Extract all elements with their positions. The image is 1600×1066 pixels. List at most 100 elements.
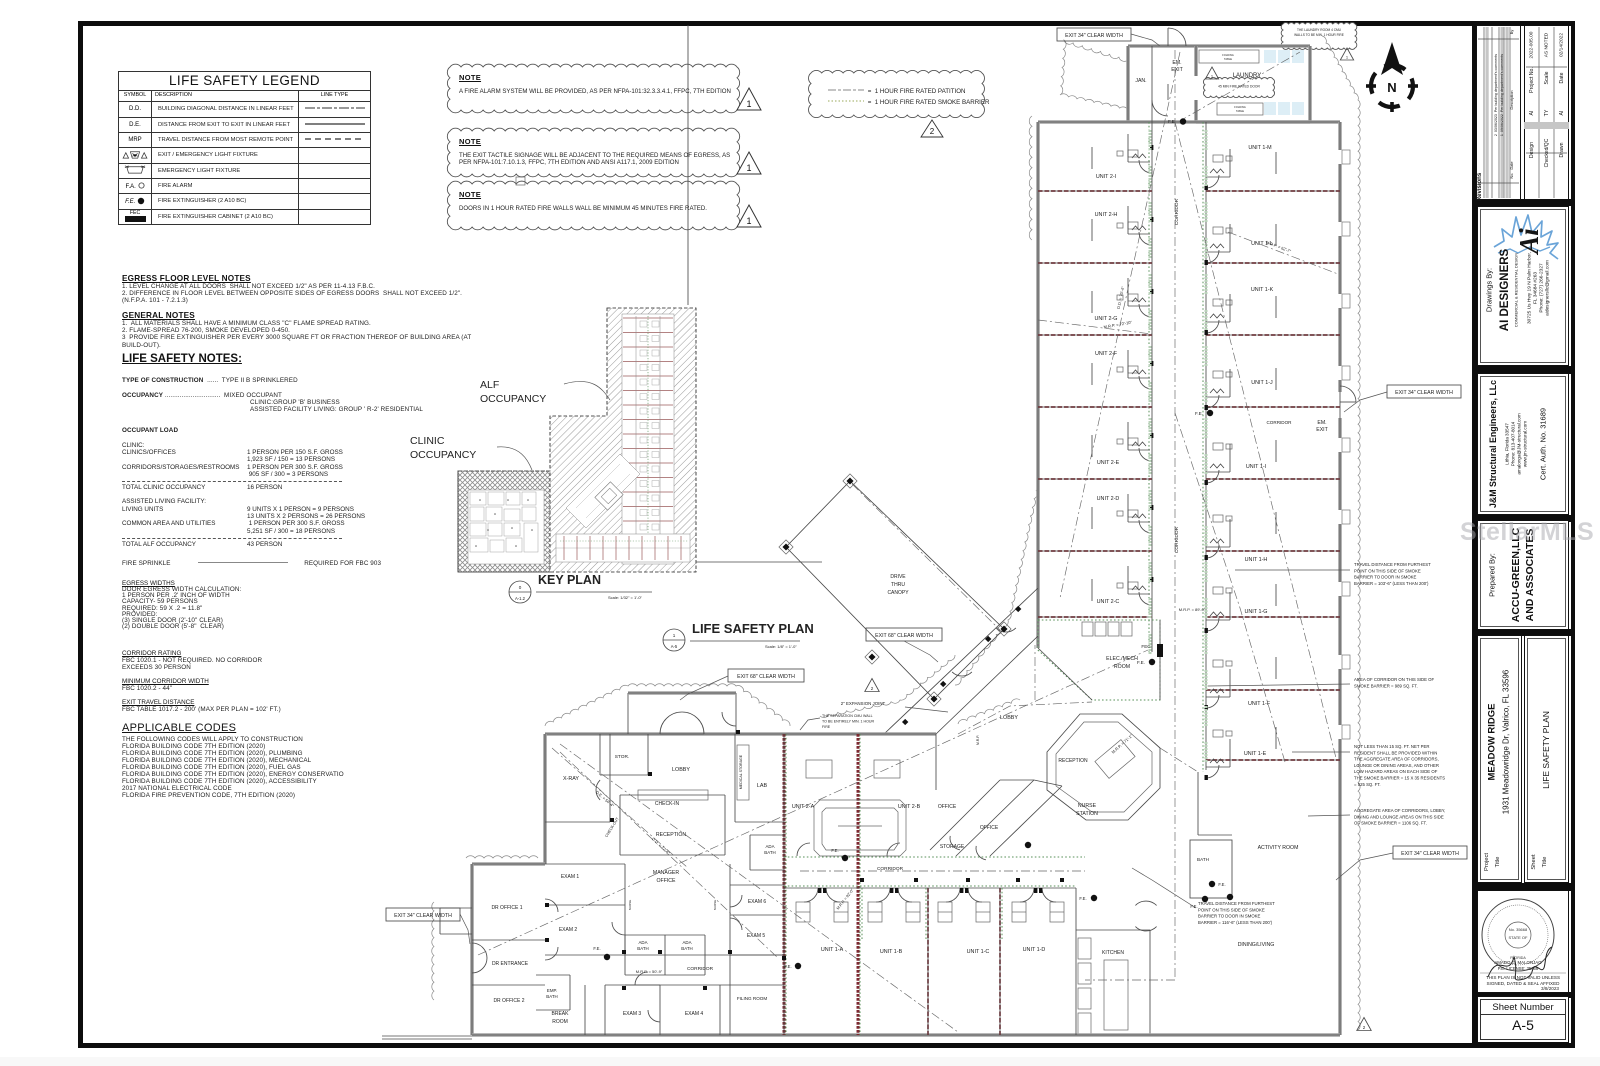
svg-text:CORRIDOR: CORRIDOR bbox=[1174, 526, 1180, 553]
svg-text:BARRIER = 116'-6" (LESS THAN 2: BARRIER = 116'-6" (LESS THAN 200') bbox=[1198, 920, 1273, 925]
svg-text:EXIT 68" CLEAR WIDTH: EXIT 68" CLEAR WIDTH bbox=[737, 674, 795, 680]
svg-text:2: 2 bbox=[871, 686, 874, 691]
svg-text:TABLE: TABLE bbox=[1224, 57, 1232, 61]
svg-text:EXIT: EXIT bbox=[1316, 427, 1328, 433]
svg-text:TO BE ENTIRELY MIN. 1 HOUR: TO BE ENTIRELY MIN. 1 HOUR bbox=[822, 719, 875, 723]
svg-text:2: 2 bbox=[1363, 1025, 1366, 1030]
svg-text:CHECK-IN: CHECK-IN bbox=[655, 801, 680, 807]
svg-text:EXAM 1: EXAM 1 bbox=[561, 874, 580, 880]
svg-text:M.R.P.: M.R.P. bbox=[976, 735, 980, 745]
svg-text:KEY PLAN: KEY PLAN bbox=[538, 573, 601, 587]
svg-text:EXAM 3: EXAM 3 bbox=[623, 1011, 642, 1017]
svg-text:FLORIDA: FLORIDA bbox=[1510, 956, 1526, 960]
svg-text:KITCHEN: KITCHEN bbox=[1102, 950, 1124, 956]
svg-text:FILING ROOM: FILING ROOM bbox=[737, 996, 768, 1001]
svg-text:= 525 SQ. FT.: = 525 SQ. FT. bbox=[1354, 782, 1381, 787]
svg-text:1: 1 bbox=[746, 163, 751, 173]
svg-text:TABLE: TABLE bbox=[1236, 109, 1244, 113]
svg-text:UNIT 1-D: UNIT 1-D bbox=[1023, 947, 1046, 953]
svg-text:ADA: ADA bbox=[765, 844, 774, 849]
svg-text:BATH: BATH bbox=[764, 850, 775, 855]
svg-text:DINING AND LOUNGE AREAS ON THI: DINING AND LOUNGE AREAS ON THIS SIDE bbox=[1354, 814, 1444, 819]
svg-text:M.R.P. = 92'-0": M.R.P. = 92'-0" bbox=[836, 888, 855, 911]
svg-text:EXIT 34" CLEAR WIDTH: EXIT 34" CLEAR WIDTH bbox=[394, 913, 452, 919]
svg-text:Ai: Ai bbox=[1514, 228, 1544, 256]
svg-text:AREA OF CORRIDOR ON THIS SIDE: AREA OF CORRIDOR ON THIS SIDE OF bbox=[1354, 677, 1435, 682]
svg-text:F.E.: F.E. bbox=[593, 946, 600, 951]
svg-text:F.E.: F.E. bbox=[784, 964, 791, 969]
svg-text:LAB: LAB bbox=[757, 783, 768, 789]
svg-text:OFFICE: OFFICE bbox=[656, 878, 676, 884]
svg-text:UNIT 2-C: UNIT 2-C bbox=[1097, 599, 1120, 605]
svg-text:EXIT: EXIT bbox=[1171, 67, 1183, 73]
svg-text:STATION: STATION bbox=[1076, 811, 1098, 817]
svg-text:UNIT 1-B: UNIT 1-B bbox=[880, 949, 903, 955]
svg-text:THRU: THRU bbox=[891, 582, 905, 588]
svg-text:TRAVEL DISTANCE FROM FURTHEST: TRAVEL DISTANCE FROM FURTHEST bbox=[1354, 562, 1431, 567]
svg-text:EXAM 2: EXAM 2 bbox=[559, 927, 578, 933]
svg-text:JAN.: JAN. bbox=[1135, 78, 1146, 84]
svg-text:D.E. = 56'-4": D.E. = 56'-4" bbox=[595, 790, 616, 809]
svg-text:THE LAUNDRY ROOM 4 CMU: THE LAUNDRY ROOM 4 CMU bbox=[1297, 28, 1342, 32]
svg-text:UNIT 2-G: UNIT 2-G bbox=[1095, 316, 1118, 322]
svg-text:LOUNGE OR DINING AREAS, AND OT: LOUNGE OR DINING AREAS, AND OTHER bbox=[1354, 763, 1439, 768]
svg-text:DRIVE: DRIVE bbox=[890, 574, 906, 580]
svg-text:F.E.: F.E. bbox=[1168, 119, 1176, 124]
svg-text:CANOPY: CANOPY bbox=[887, 590, 909, 596]
svg-text:1: 1 bbox=[673, 633, 676, 638]
svg-text:D.D. = 77'-6": D.D. = 77'-6" bbox=[651, 836, 671, 856]
svg-text:ALF: ALF bbox=[480, 379, 499, 391]
svg-text:EXIT 34" CLEAR WIDTH: EXIT 34" CLEAR WIDTH bbox=[1401, 851, 1459, 857]
svg-text:DR OFFICE 1: DR OFFICE 1 bbox=[491, 905, 522, 911]
svg-text:EXIT 68" CLEAR WIDTH: EXIT 68" CLEAR WIDTH bbox=[875, 633, 933, 639]
svg-text:THIS PLAN IS NOT VALID UNLESS: THIS PLAN IS NOT VALID UNLESS bbox=[1486, 975, 1560, 980]
svg-text:RESIDENT SHALL BE PROVIDED WIT: RESIDENT SHALL BE PROVIDED WITHIN bbox=[1354, 750, 1437, 755]
svg-text:UNIT 1-K: UNIT 1-K bbox=[1251, 287, 1274, 293]
svg-text:MEDICAL STORAGE: MEDICAL STORAGE bbox=[739, 754, 743, 789]
svg-text:UNIT 1-A: UNIT 1-A bbox=[821, 947, 844, 953]
svg-text:3/8/2023: 3/8/2023 bbox=[1541, 986, 1559, 991]
svg-text:LAUNDRY: LAUNDRY bbox=[1233, 73, 1262, 79]
svg-text:1: 1 bbox=[1211, 74, 1214, 79]
svg-text:A-1.2: A-1.2 bbox=[515, 596, 526, 601]
svg-text:EXAM 4: EXAM 4 bbox=[685, 1011, 704, 1017]
svg-text:UNIT 1-J: UNIT 1-J bbox=[1251, 380, 1273, 386]
svg-text:DR OFFICE 2: DR OFFICE 2 bbox=[493, 998, 524, 1004]
svg-text:RECEPTION: RECEPTION bbox=[656, 832, 687, 838]
svg-text:F.E.: F.E. bbox=[1218, 882, 1225, 887]
svg-text:N: N bbox=[1387, 80, 1396, 95]
svg-text:F.E.: F.E. bbox=[1195, 411, 1203, 416]
svg-text:BATH: BATH bbox=[1197, 857, 1209, 862]
svg-text:BATH: BATH bbox=[681, 946, 692, 951]
svg-text:STORAGE: STORAGE bbox=[940, 844, 965, 850]
svg-text:2" EXPANSION JOINT: 2" EXPANSION JOINT bbox=[841, 701, 886, 706]
svg-text:EXAM 6: EXAM 6 bbox=[748, 899, 767, 905]
svg-text:CORRIDOR: CORRIDOR bbox=[877, 866, 904, 872]
svg-text:AGGREGATE AREA OF CORRIDORS, L: AGGREGATE AREA OF CORRIDORS, LOBBY, bbox=[1354, 808, 1445, 813]
svg-text:THE SMOKE BARRIER = 15 X 35 RE: THE SMOKE BARRIER = 15 X 35 RESIDENTS bbox=[1354, 776, 1445, 781]
svg-text:UNIT 1-E: UNIT 1-E bbox=[1244, 751, 1267, 757]
svg-text:STOR.: STOR. bbox=[615, 754, 630, 760]
svg-text:THE AGGREGATE AREA OF CORRIDOR: THE AGGREGATE AREA OF CORRIDORS, bbox=[1354, 757, 1439, 762]
svg-text:M.R.P. = 50'-9": M.R.P. = 50'-9" bbox=[636, 969, 663, 974]
svg-text:FOLDING: FOLDING bbox=[1222, 53, 1234, 57]
svg-text:TRAVEL DISTANCE FROM FURTHEST: TRAVEL DISTANCE FROM FURTHEST bbox=[1198, 901, 1275, 906]
svg-text:POINT ON THIS SIDE OF SMOKE: POINT ON THIS SIDE OF SMOKE bbox=[1354, 568, 1421, 573]
svg-text:UNIT 2-F: UNIT 2-F bbox=[1095, 351, 1118, 357]
svg-text:UNIT 2-H: UNIT 2-H bbox=[1095, 212, 1118, 218]
svg-text:POINT ON THIS SIDE OF SMOKE: POINT ON THIS SIDE OF SMOKE bbox=[1198, 907, 1265, 912]
svg-text:UNIT 2-E: UNIT 2-E bbox=[1097, 460, 1120, 466]
svg-text:MANAGER: MANAGER bbox=[653, 870, 679, 876]
svg-text:OFFICE: OFFICE bbox=[980, 825, 999, 831]
svg-text:BREAK: BREAK bbox=[552, 1011, 570, 1017]
svg-text:1: 1 bbox=[746, 216, 751, 226]
svg-text:F.E.: F.E. bbox=[1190, 904, 1197, 909]
svg-text:BATH: BATH bbox=[637, 946, 648, 951]
svg-text:No. 35668: No. 35668 bbox=[1509, 927, 1528, 932]
svg-text:SIGNED, DATED & SEAL AFFIXED: SIGNED, DATED & SEAL AFFIXED bbox=[1486, 981, 1560, 986]
svg-text:ROOM: ROOM bbox=[552, 1019, 568, 1025]
svg-text:LOBBY: LOBBY bbox=[672, 767, 690, 773]
svg-text:UNIT 1-L: UNIT 1-L bbox=[1251, 241, 1273, 247]
svg-text:NOT LESS THAN 15 SQ. FT. NET P: NOT LESS THAN 15 SQ. FT. NET PER bbox=[1354, 744, 1429, 749]
svg-text:LOBBY: LOBBY bbox=[1000, 715, 1018, 721]
